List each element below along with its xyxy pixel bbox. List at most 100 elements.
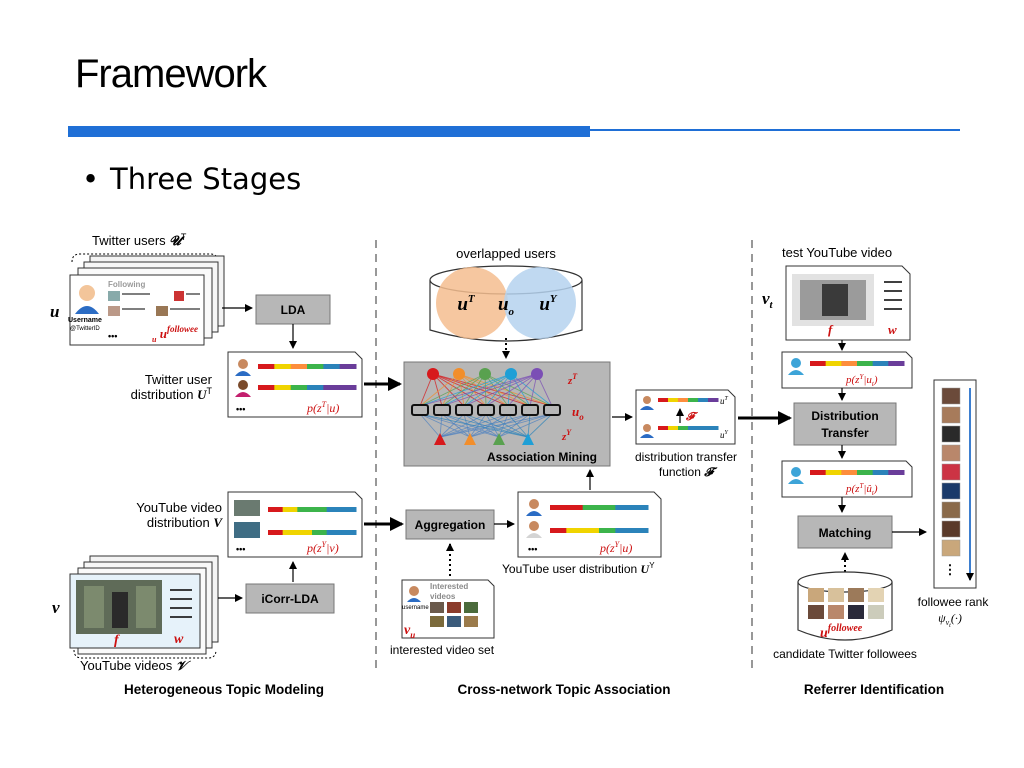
profile-handle: @TwitterID — [70, 326, 100, 332]
svg-text:p(zY|ut): p(zY|ut) — [845, 373, 878, 388]
svg-text:ufollowee: ufollowee — [820, 623, 863, 641]
youtube-user-formula: p(zY|u) — [599, 540, 632, 555]
association-edge — [441, 373, 486, 407]
topic-bar-segment — [290, 364, 308, 369]
twitter-topic-node — [479, 368, 491, 380]
stage-title-1: Heterogeneous Topic Modeling — [124, 682, 324, 697]
followee-rank-label: followee rank — [918, 595, 990, 609]
svg-text:•••: ••• — [528, 544, 537, 554]
v-symbol: v — [52, 598, 60, 617]
overlapped-users-cylinder: uT uo uY — [429, 265, 583, 342]
topic-bar-segment — [582, 505, 600, 510]
ranked-followee-thumbnail — [941, 520, 961, 538]
svg-text:•••: ••• — [236, 404, 245, 414]
association-edge — [439, 413, 443, 438]
association-edge — [498, 413, 509, 438]
svg-text:uo: uo — [572, 404, 584, 422]
topic-bar-segment — [282, 530, 298, 535]
overlapped-user-node — [477, 404, 495, 416]
f-symbol: f — [114, 633, 120, 648]
association-edge — [469, 413, 553, 438]
association-edge — [507, 373, 538, 407]
association-edge — [484, 373, 531, 407]
svg-text:p(zT|ût): p(zT|ût) — [845, 482, 878, 497]
stage-title-3: Referrer Identification — [804, 682, 944, 697]
icorr-lda-box — [245, 583, 335, 614]
association-edge — [463, 413, 471, 438]
topic-bar-segment — [810, 470, 827, 475]
association-edge — [469, 413, 487, 438]
profile-username: Username — [68, 317, 102, 324]
association-edge — [485, 413, 529, 438]
icorr-lda-label: iCorr-LDA — [261, 592, 319, 606]
topic-bar-segment — [290, 385, 308, 390]
test-video-card: f w — [785, 265, 911, 341]
association-edge — [441, 413, 500, 438]
topic-bar-segment — [857, 361, 874, 366]
overlapped-users-label: overlapped users — [456, 246, 556, 261]
association-edge — [439, 413, 487, 438]
matching-label: Matching — [819, 526, 872, 540]
topic-bar-segment — [566, 505, 584, 510]
youtube-user-distribution-card: ••• p(zY|u) — [517, 491, 662, 558]
svg-text:w: w — [888, 322, 897, 337]
psi-label: ψvt(·) — [938, 611, 962, 629]
association-edge — [441, 373, 538, 407]
topic-bar-segment — [282, 507, 298, 512]
association-edge — [485, 413, 500, 438]
bullet-text: Three Stages — [110, 162, 302, 196]
association-edge — [485, 373, 538, 407]
topic-bar-segment — [258, 385, 275, 390]
topic-bar-segment — [708, 398, 719, 402]
association-edge — [485, 373, 512, 407]
youtube-topic-node — [522, 433, 534, 445]
association-edge — [463, 413, 529, 438]
topic-bar-segment — [268, 507, 284, 512]
bullet-dot-icon: • — [82, 162, 100, 196]
association-edge — [463, 413, 500, 438]
overlapped-user-node — [455, 404, 473, 416]
topic-bar-segment — [274, 385, 292, 390]
ranked-followee-thumbnail — [941, 482, 961, 500]
topic-bar-segment — [678, 398, 689, 402]
topic-bar-segment — [297, 507, 313, 512]
twitter-users-brace — [71, 253, 219, 263]
youtube-dist-formula: p(zY|v) — [306, 540, 339, 555]
youtube-dist-label-2: distribution V — [147, 515, 223, 530]
topic-bar-segment — [599, 505, 616, 510]
association-edge — [419, 413, 529, 438]
association-edge — [441, 413, 471, 438]
topic-bar-segment — [566, 528, 584, 533]
topic-bar-segment — [841, 470, 858, 475]
ranked-followee-thumbnail — [941, 425, 961, 443]
transfer-function-label-2: function 𝓕 — [659, 465, 718, 479]
twitter-profile-stack: Username @TwitterID Following ••• ufollo… — [68, 255, 225, 346]
topic-bar-segment — [631, 505, 649, 510]
overlapped-user-node — [433, 404, 451, 416]
candidate-followees-label: candidate Twitter followees — [773, 647, 917, 661]
matching-box — [797, 515, 893, 549]
association-edge — [419, 413, 471, 438]
overlapped-user-node — [411, 404, 429, 416]
topic-bar-segment — [599, 528, 616, 533]
avatar — [79, 285, 95, 301]
overlapped-user-node — [543, 404, 561, 416]
ranked-followee-thumbnail — [941, 387, 961, 405]
topic-bar-segment — [326, 507, 342, 512]
youtube-topic-node — [434, 433, 446, 445]
topic-bar-segment — [668, 426, 679, 430]
topic-bar-segment — [341, 507, 357, 512]
topic-bar-segment — [678, 426, 689, 430]
association-edge — [458, 373, 509, 407]
u-symbol: u — [50, 302, 59, 321]
topic-bar-segment — [857, 470, 874, 475]
ranked-followee-thumbnail — [941, 406, 961, 424]
topic-bar-segment — [297, 530, 313, 535]
svg-text:vu: vu — [404, 623, 415, 640]
topic-bar-segment — [312, 507, 328, 512]
association-mining-label: Association Mining — [487, 450, 597, 464]
title-underline-thin — [590, 129, 960, 131]
topic-bar-segment — [872, 470, 889, 475]
